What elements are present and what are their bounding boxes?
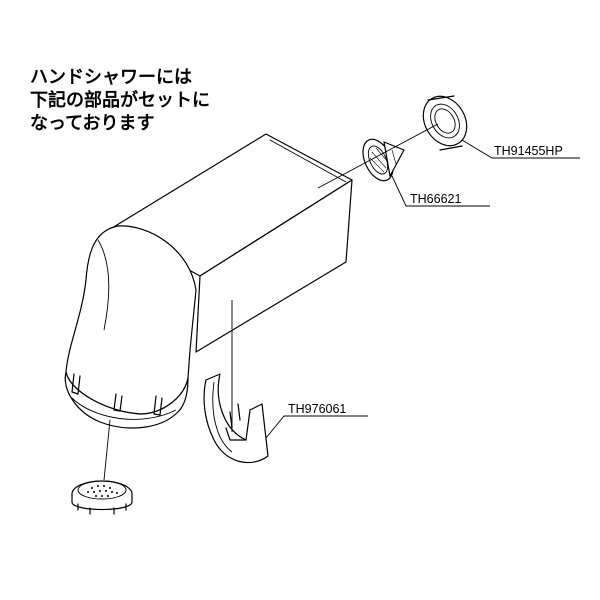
assembly-lines — [103, 123, 439, 481]
strainer — [362, 138, 405, 182]
part-label-clip: TH976061 — [288, 402, 346, 416]
clip — [203, 373, 269, 464]
note-text: ハンドシャワーには 下記の部品がセットに なっております — [30, 66, 210, 135]
spray-face — [71, 480, 133, 515]
note-line-1: ハンドシャワーには — [30, 67, 192, 88]
part-label-strainer: TH66621 — [410, 192, 461, 206]
leader-lines — [265, 139, 580, 439]
note-line-3: なっております — [30, 113, 155, 134]
note-line-2: 下記の部品がセットに — [30, 90, 210, 111]
hand-shower-body — [64, 133, 353, 429]
packing-ring — [422, 95, 468, 151]
part-label-packing: TH91455HP — [494, 144, 563, 158]
